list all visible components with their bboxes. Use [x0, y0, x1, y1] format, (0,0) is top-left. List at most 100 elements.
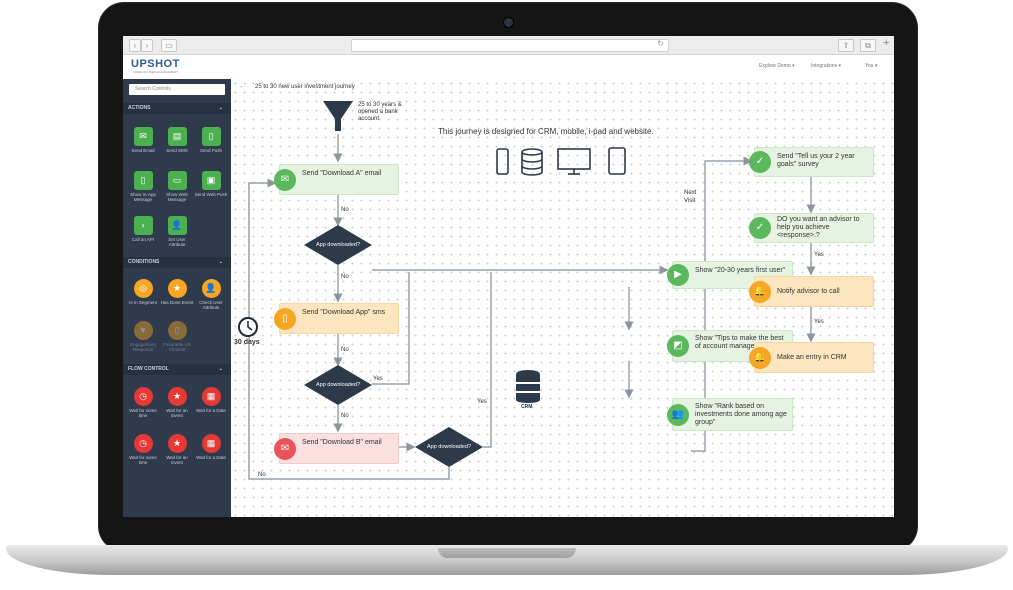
node-advisor-question[interactable]: ✓ DO you want an advisor to help you ach…	[749, 213, 874, 243]
tile-is-in-segment[interactable]: ◎Is In Segment	[126, 279, 160, 305]
tile-send-push[interactable]: ▯Send Push	[194, 127, 228, 153]
node-show-rank[interactable]: 👥 Show "Rank based on investments done a…	[667, 398, 793, 431]
star-icon: ★	[167, 387, 187, 406]
address-bar[interactable]: ↻	[351, 39, 669, 52]
tile-label: Set User Attribute	[168, 237, 186, 247]
node-label: Send "Download B" email	[302, 439, 382, 446]
share-icon[interactable]: ⇪	[838, 39, 854, 52]
tile-send-sms[interactable]: ▤Send SMS	[160, 127, 194, 153]
node-crm-entry[interactable]: 🔔 Make an entry in CRM	[749, 342, 874, 373]
tabs-icon[interactable]: ⧉	[860, 39, 876, 52]
tile-wait-event[interactable]: ★Wait for an Event	[160, 387, 194, 418]
email-icon: ✉	[274, 168, 296, 191]
back-arrow-icon[interactable]: ←	[239, 83, 246, 90]
mobile-icon: ▯	[274, 307, 296, 330]
calendar-icon: ▦	[201, 434, 221, 453]
tile-label: Favorable UX Channel	[163, 342, 191, 352]
node-label: Show "Tips to make the best of account m…	[695, 335, 784, 350]
tile-call-api[interactable]: ›Call an API	[126, 216, 160, 242]
sms-icon: ▤	[167, 127, 187, 146]
nav-you[interactable]: You ▾	[865, 63, 878, 69]
reload-icon[interactable]: ↻	[657, 39, 664, 48]
edge-label-yes: Yes	[373, 376, 383, 382]
filter-funnel-icon[interactable]	[323, 101, 353, 131]
tile-label: Send Email	[131, 148, 155, 153]
tile-has-done-event[interactable]: ★Has Done Event	[160, 279, 194, 305]
tile-label: Show Web Message	[166, 192, 188, 202]
heart-icon: ♥	[133, 321, 153, 340]
tile-label: Wait for some time	[129, 408, 157, 418]
bell-icon: 🔔	[749, 346, 771, 369]
clock-icon: ◷	[133, 387, 153, 406]
section-label: ACTIONS	[128, 105, 151, 111]
chevron-down-icon: ⌄	[218, 259, 223, 265]
tile-send-email[interactable]: ✉Send Email	[126, 127, 160, 153]
node-send-download-a-email[interactable]: ✉ Send "Download A" email	[274, 164, 399, 195]
tile-label: Wait for a Date	[196, 455, 226, 460]
new-tab-icon[interactable]: +	[883, 37, 890, 49]
crm-database-icon	[516, 370, 540, 403]
section-actions[interactable]: ACTIONS⌄	[123, 103, 231, 114]
tile-wait-some-time-2[interactable]: ◷Wait for some time	[126, 434, 160, 465]
web-push-icon: ▣	[201, 171, 221, 190]
tile-web-push[interactable]: ▣Send Web Push	[194, 171, 228, 197]
tile-label: Wait for a Date	[196, 408, 226, 413]
tile-in-app-message[interactable]: ▯Show In-App Message	[126, 171, 160, 202]
tile-label: Wait for an Event	[166, 455, 188, 465]
tile-engagement-response[interactable]: ♥Engagement Response	[126, 321, 160, 352]
decision-3-shape[interactable]	[415, 427, 483, 467]
api-icon: ›	[133, 216, 153, 235]
presentation-icon: ◩	[667, 335, 689, 357]
flow-connectors	[238, 101, 816, 480]
node-send-goals-survey[interactable]: ✓ Send "Tell us your 2 year goals" surve…	[749, 147, 874, 177]
edge-label-yes: Yes	[477, 399, 487, 405]
web-window-icon: ▭	[167, 171, 187, 190]
tile-label: Has Done Event	[160, 300, 194, 305]
tile-label: Show In-App Message	[130, 192, 156, 202]
webcam-icon	[503, 17, 514, 28]
journey-title: 25 to 30 new user investment journey	[255, 84, 355, 90]
monitor-icon	[557, 148, 591, 170]
tile-wait-event-2[interactable]: ★Wait for an Event	[160, 434, 194, 465]
back-icon[interactable]: ‹	[129, 39, 141, 52]
tile-check-user-attribute[interactable]: 👤Check User Attribute	[194, 279, 228, 310]
push-icon: ▯	[201, 127, 221, 146]
tile-web-message[interactable]: ▭ Show Web Message	[160, 171, 194, 202]
sidebar-toggle-icon[interactable]: ▭	[161, 39, 177, 52]
nav-integrations[interactable]: Integrations ▾	[811, 63, 842, 69]
section-flow-control[interactable]: FLOW CONTROL⌄	[123, 364, 231, 375]
screen: ‹ › ▭ ↻ ⇪ ⧉ + UPSHOT CORE OF USER ENGAGE…	[123, 36, 894, 517]
tile-wait-date-2[interactable]: ▦ Wait for a Date	[194, 434, 228, 460]
tile-set-user-attribute[interactable]: 👤Set User Attribute	[160, 216, 194, 247]
forward-icon[interactable]: ›	[141, 39, 153, 52]
tile-wait-date[interactable]: ▦Wait for a Date	[194, 387, 228, 413]
decision-2-shape[interactable]	[304, 365, 372, 405]
tile-wait-some-time[interactable]: ◷ Wait for some time	[126, 387, 160, 418]
tile-label: Is In Segment	[129, 300, 157, 305]
edge-label-no: No	[258, 472, 266, 478]
node-label: DO you want an advisor to help you achie…	[777, 216, 860, 239]
edge-label-yes: Yes	[814, 252, 824, 258]
laptop-notch	[438, 548, 576, 558]
crm-label: CRM	[521, 404, 533, 410]
group-icon: 👥	[667, 403, 689, 426]
node-label: Send "Download A" email	[302, 170, 382, 177]
node-send-download-b-email[interactable]: ✉ Send "Download B" email	[274, 433, 399, 464]
journey-canvas[interactable]: ← 25 to 30 new user investment journey	[231, 79, 894, 517]
journey-description: This journey is designed for CRM, mobile…	[438, 127, 654, 136]
nav-label: You	[865, 63, 874, 69]
tablet-icon	[608, 147, 626, 175]
node-label: Show "Rank based on investments done amo…	[695, 403, 787, 426]
channel-icon: ▯	[167, 321, 187, 340]
nav-explore-demo[interactable]: Explore Demo ▾	[759, 63, 795, 69]
search-controls-input[interactable]: Search Controls	[129, 84, 225, 95]
upshot-logo[interactable]: UPSHOT	[131, 58, 180, 70]
edge-label-yes: Yes	[814, 319, 824, 325]
tile-favorable-channel[interactable]: ▯ Favorable UX Channel	[160, 321, 194, 352]
section-conditions[interactable]: CONDITIONS⌄	[123, 257, 231, 268]
tile-label: Wait for some time	[129, 455, 157, 465]
node-notify-advisor[interactable]: 🔔 Notify advisor to call	[749, 276, 874, 307]
decision-1-shape[interactable]	[304, 225, 372, 265]
node-send-download-app-sms[interactable]: ▯ Send "Download App" sms	[274, 303, 399, 334]
node-label: Show "20-30 years first user"	[695, 267, 786, 274]
